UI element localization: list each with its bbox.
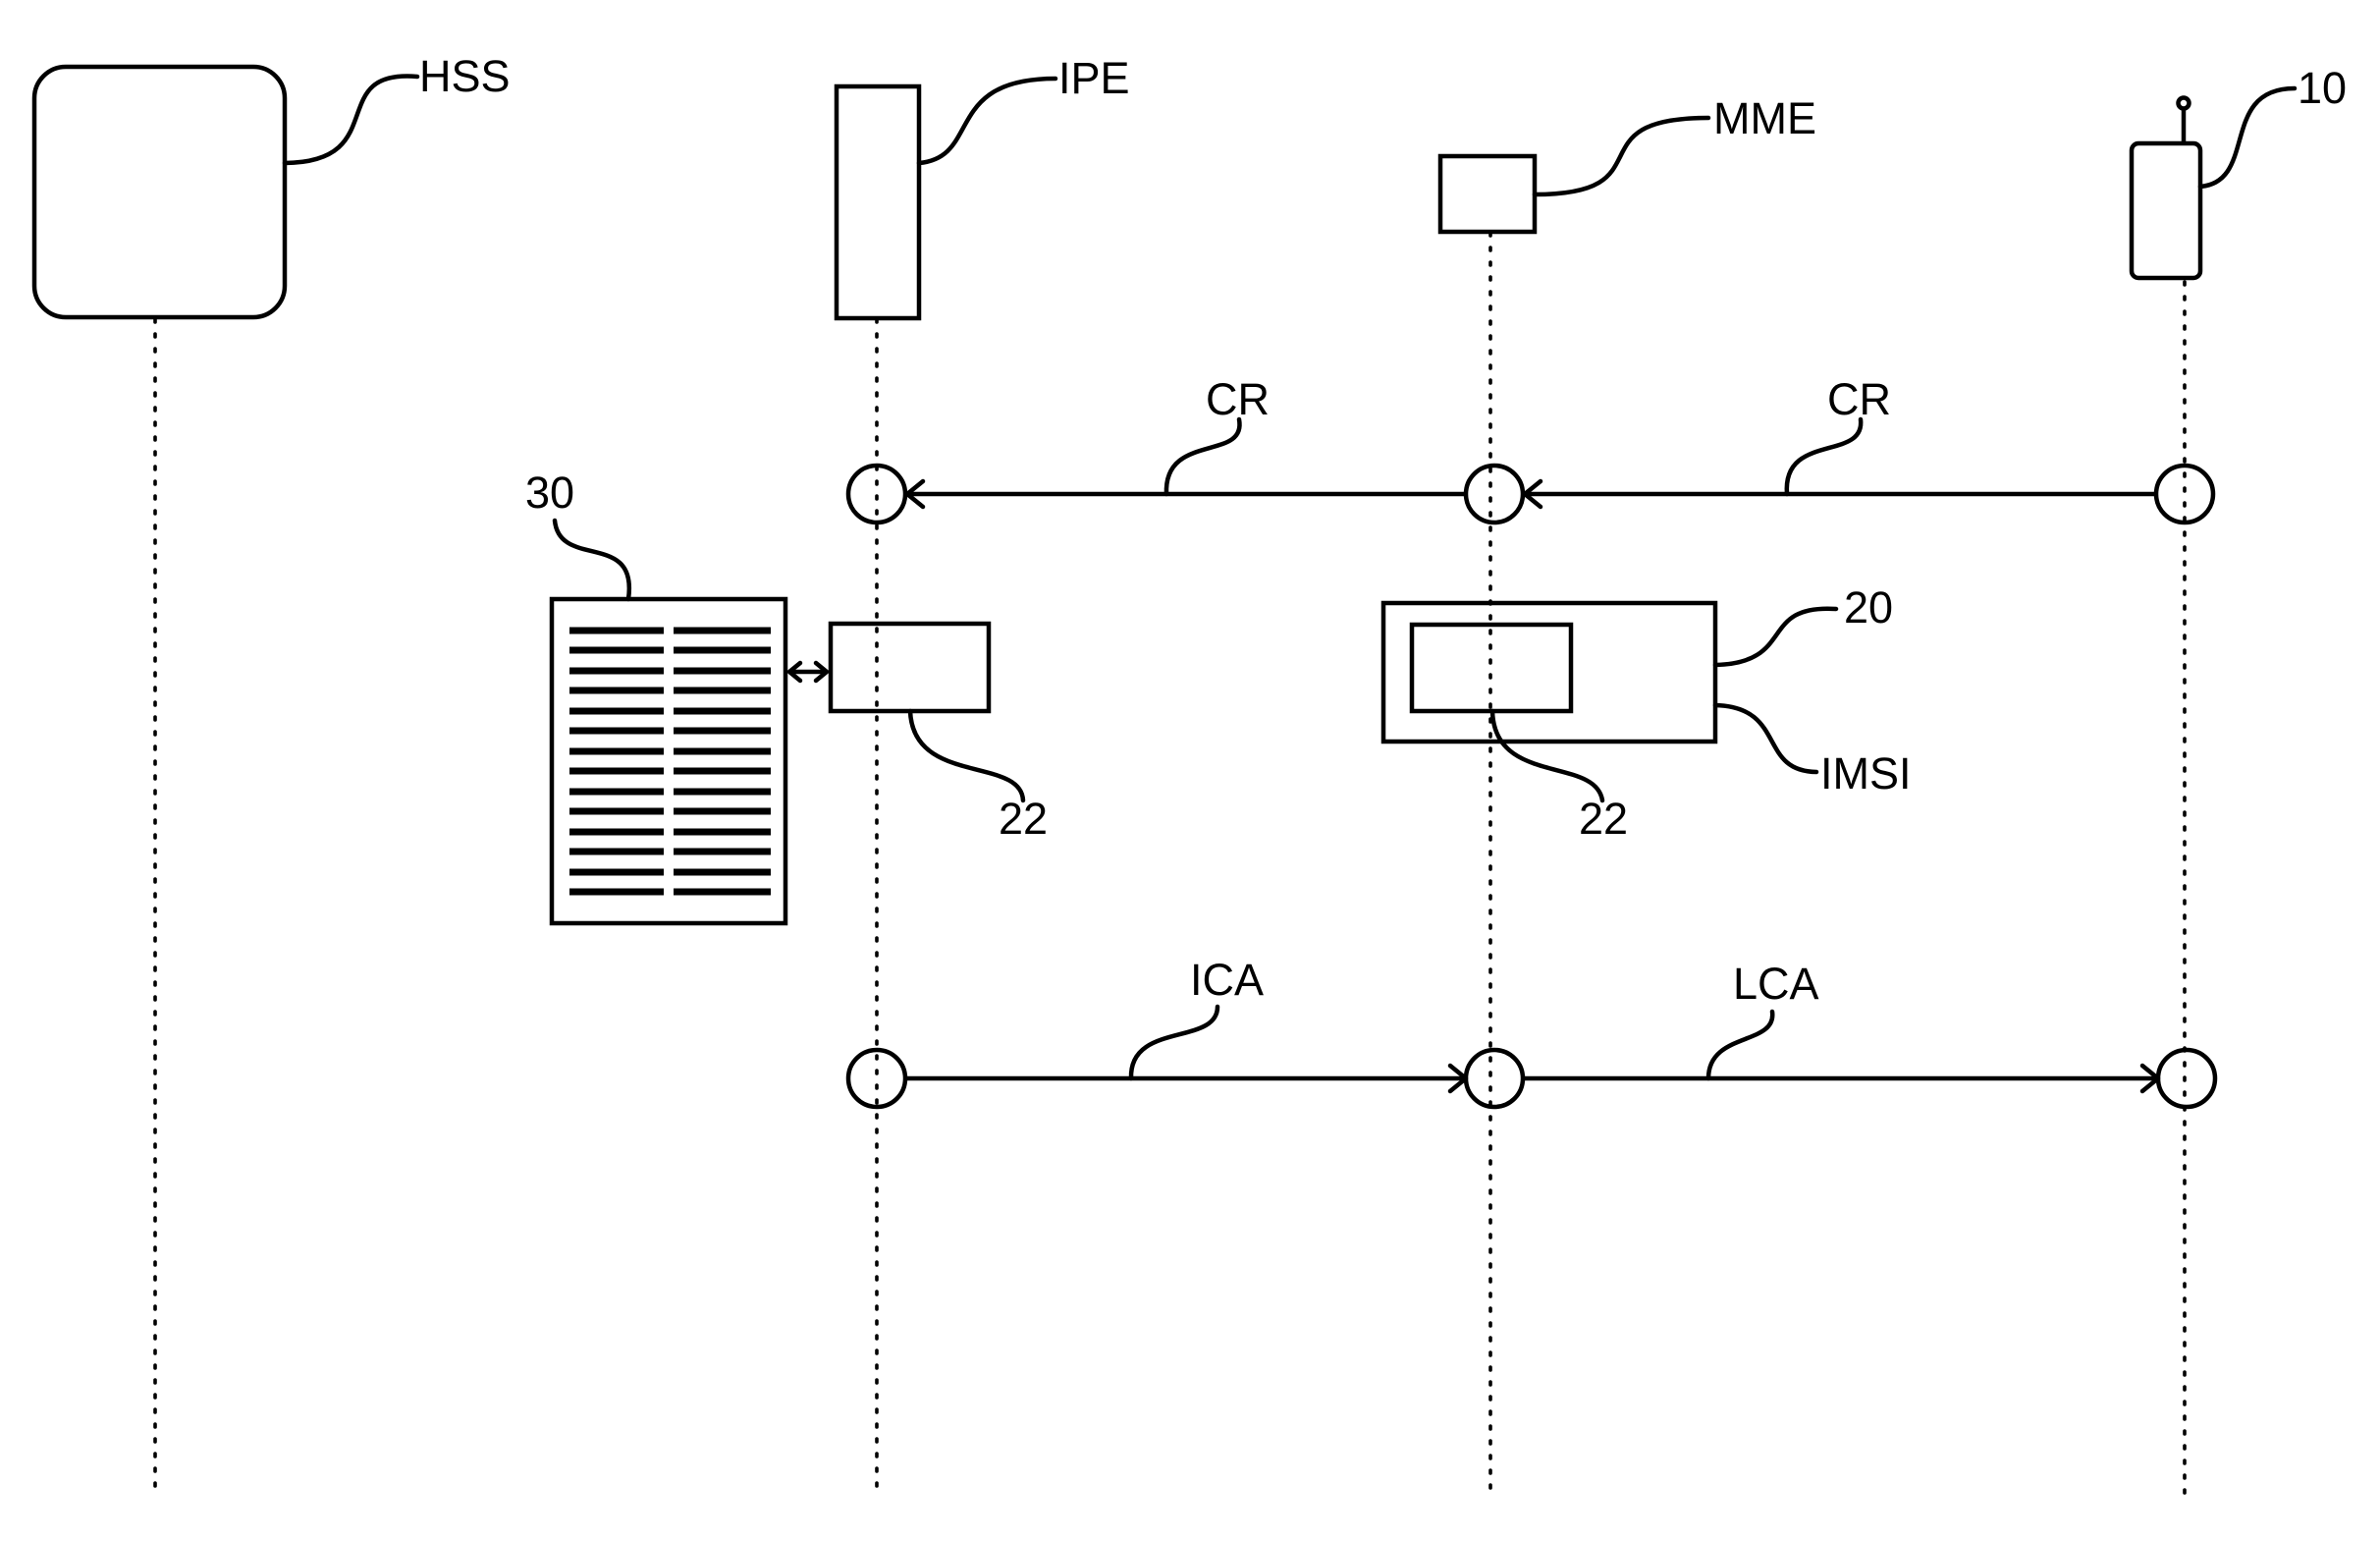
ipe-record-label: 22 xyxy=(999,794,1048,844)
ue-lca-node xyxy=(2158,1050,2215,1107)
mme-leader-line xyxy=(1535,118,1708,194)
mme-label: MME xyxy=(1713,93,1816,143)
ipe-box xyxy=(837,86,919,318)
ue-label: 10 xyxy=(2298,63,2347,113)
ue-leader-line xyxy=(2200,88,2295,187)
mme-box xyxy=(1440,156,1535,232)
ica-leader-line xyxy=(1131,1007,1217,1078)
cr-leader-line-1 xyxy=(1166,419,1240,494)
ipe-record-box xyxy=(831,624,989,711)
hss-leader-line xyxy=(285,77,417,163)
cr-label-1: CR xyxy=(1206,374,1270,424)
mme-record-label: 22 xyxy=(1579,794,1628,844)
container-leader-line xyxy=(1715,609,1836,665)
hss-box xyxy=(34,67,285,317)
cr-leader-line-2 xyxy=(1787,419,1861,494)
ipe-record-leader-line xyxy=(910,711,1023,800)
mme-record-box xyxy=(1412,625,1571,711)
ue-device-icon xyxy=(2132,98,2200,279)
container-label: 20 xyxy=(1844,582,1893,633)
table-label: 30 xyxy=(525,468,574,518)
cr-label-2: CR xyxy=(1827,374,1891,424)
mme-ica-node xyxy=(1466,1050,1523,1107)
table-leader-line xyxy=(555,521,629,599)
lca-leader-line xyxy=(1708,1012,1772,1078)
imsi-leader-line xyxy=(1715,705,1816,772)
table-icon xyxy=(552,599,785,923)
lca-label: LCA xyxy=(1733,959,1819,1009)
ipe-label: IPE xyxy=(1058,53,1130,103)
mme-cr-node xyxy=(1466,466,1523,523)
mme-record-leader-line xyxy=(1492,711,1602,800)
imsi-label: IMSI xyxy=(1820,748,1912,798)
ica-label: ICA xyxy=(1190,955,1264,1005)
hss-label: HSS xyxy=(419,51,511,101)
ipe-leader-line xyxy=(919,79,1055,163)
